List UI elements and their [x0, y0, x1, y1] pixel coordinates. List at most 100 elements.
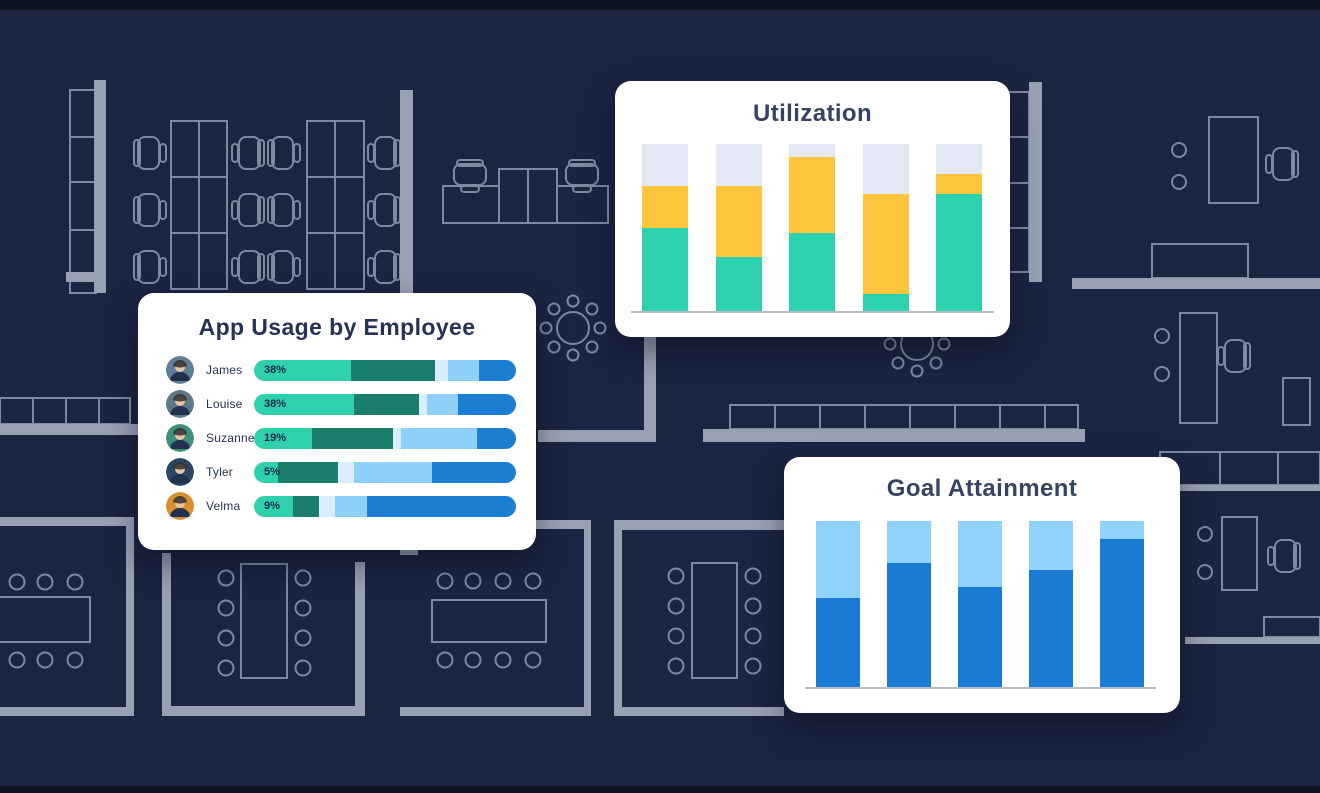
bar-segment-blue: [1029, 569, 1073, 689]
bar-segment-teal: [936, 194, 982, 312]
utilization-stacked-bar: [715, 144, 762, 312]
usage-bar-segment: [426, 393, 459, 415]
utilization-axis-line: [631, 311, 994, 313]
usage-bar-segment: [277, 461, 338, 483]
usage-percent-label: 19%: [264, 431, 287, 444]
usage-bar-segment: [254, 427, 312, 449]
usage-bar-segment: [254, 393, 354, 415]
usage-bar: 5%: [254, 461, 516, 483]
usage-percent-label: 38%: [264, 363, 287, 376]
usage-bar: 9%: [254, 495, 516, 517]
bar-segment-teal: [715, 256, 762, 312]
employee-row: Tyler 5%: [166, 458, 536, 486]
usage-bar-segment: [366, 495, 516, 517]
bar-segment-gray: [862, 144, 909, 195]
bar-segment-lightblue: [958, 521, 1002, 587]
employee-row: Louise 38%: [166, 390, 536, 418]
employee-avatar: [166, 390, 194, 418]
usage-bar-segment: [319, 495, 336, 517]
bar-segment-gray: [789, 144, 835, 158]
bar-segment-blue: [887, 563, 931, 689]
bar-segment-gray: [715, 144, 762, 187]
employee-rows: James 38% Louise 38% Suzanne 19% Tyler 5% Velma 9…: [138, 356, 536, 520]
employee-avatar: [166, 492, 194, 520]
usage-bar-segment: [353, 461, 433, 483]
bar-segment-yellow: [642, 186, 688, 228]
utilization-stacked-bar: [936, 144, 982, 312]
usage-bar-segment: [392, 427, 401, 449]
bar-segment-gray: [936, 144, 982, 175]
usage-bar-segment: [432, 461, 516, 483]
usage-bar-segment: [476, 427, 516, 449]
bottom-edge-strip: [0, 786, 1320, 793]
employee-avatar: [166, 458, 194, 486]
goal-stacked-bar: [1100, 521, 1144, 689]
employee-avatar: [166, 424, 194, 452]
usage-bar-segment: [400, 427, 477, 449]
employee-avatar: [166, 356, 194, 384]
usage-bar-segment: [293, 495, 320, 517]
usage-percent-label: 38%: [264, 397, 287, 410]
bar-segment-yellow: [789, 157, 835, 234]
usage-bar-segment: [458, 393, 516, 415]
bar-segment-lightblue: [1100, 521, 1144, 540]
goal-attainment-chart: [816, 521, 1144, 689]
bar-segment-yellow: [862, 194, 909, 294]
employee-row: Velma 9%: [166, 492, 536, 520]
goal-stacked-bar: [816, 521, 860, 689]
usage-percent-label: 9%: [264, 499, 280, 512]
utilization-stacked-bar: [642, 144, 688, 312]
bar-segment-blue: [1100, 539, 1144, 689]
usage-bar-segment: [335, 495, 367, 517]
usage-bar: 38%: [254, 359, 516, 381]
bar-segment-teal: [862, 293, 909, 312]
usage-bar-segment: [419, 393, 427, 415]
usage-bar-segment: [254, 461, 278, 483]
top-edge-strip: [0, 0, 1320, 10]
employee-name: James: [206, 363, 243, 377]
app-usage-title: App Usage by Employee: [198, 314, 476, 340]
usage-bar-segment: [311, 427, 393, 449]
bar-segment-teal: [642, 228, 688, 312]
walls: [0, 80, 1320, 716]
usage-bar-segment: [447, 359, 480, 381]
bar-segment-blue: [816, 598, 860, 689]
goal-attainment-card: Goal Attainment: [784, 457, 1180, 713]
usage-bar-segment: [434, 359, 448, 381]
bar-segment-lightblue: [816, 521, 860, 599]
usage-bar-segment: [337, 461, 354, 483]
utilization-title: Utilization: [752, 100, 873, 127]
usage-bar-segment: [254, 495, 294, 517]
goal-stacked-bar: [958, 521, 1002, 689]
employee-name: Tyler: [206, 465, 234, 479]
goal-attainment-title: Goal Attainment: [886, 475, 1078, 502]
employee-row: Suzanne 19%: [166, 424, 536, 452]
usage-bar: 38%: [254, 393, 516, 415]
employee-name: Velma: [206, 499, 241, 513]
goal-stacked-bar: [887, 521, 931, 689]
usage-bar-segment: [254, 359, 351, 381]
bar-segment-teal: [789, 233, 835, 312]
usage-bar-segment: [353, 393, 420, 415]
bar-segment-lightblue: [1029, 521, 1073, 570]
utilization-stacked-bar: [862, 144, 909, 312]
usage-bar: 19%: [254, 427, 516, 449]
utilization-stacked-bar: [789, 144, 835, 312]
app-usage-card: App Usage by Employee James 38% Louise 38% S…: [138, 293, 536, 550]
utilization-chart: [642, 144, 982, 312]
bar-segment-blue: [958, 586, 1002, 689]
bar-segment-gray: [642, 144, 688, 186]
utilization-card: Utilization: [615, 81, 1010, 337]
usage-percent-label: 5%: [264, 465, 280, 478]
usage-bar-segment: [479, 359, 516, 381]
usage-bar-segment: [350, 359, 435, 381]
employee-name: Suzanne: [206, 431, 255, 445]
bar-segment-lightblue: [887, 521, 931, 563]
goal-stacked-bar: [1029, 521, 1073, 689]
employee-name: Louise: [206, 397, 243, 411]
bar-segment-yellow: [715, 186, 762, 257]
employee-row: James 38%: [166, 356, 536, 384]
goal-axis-line: [805, 687, 1156, 689]
